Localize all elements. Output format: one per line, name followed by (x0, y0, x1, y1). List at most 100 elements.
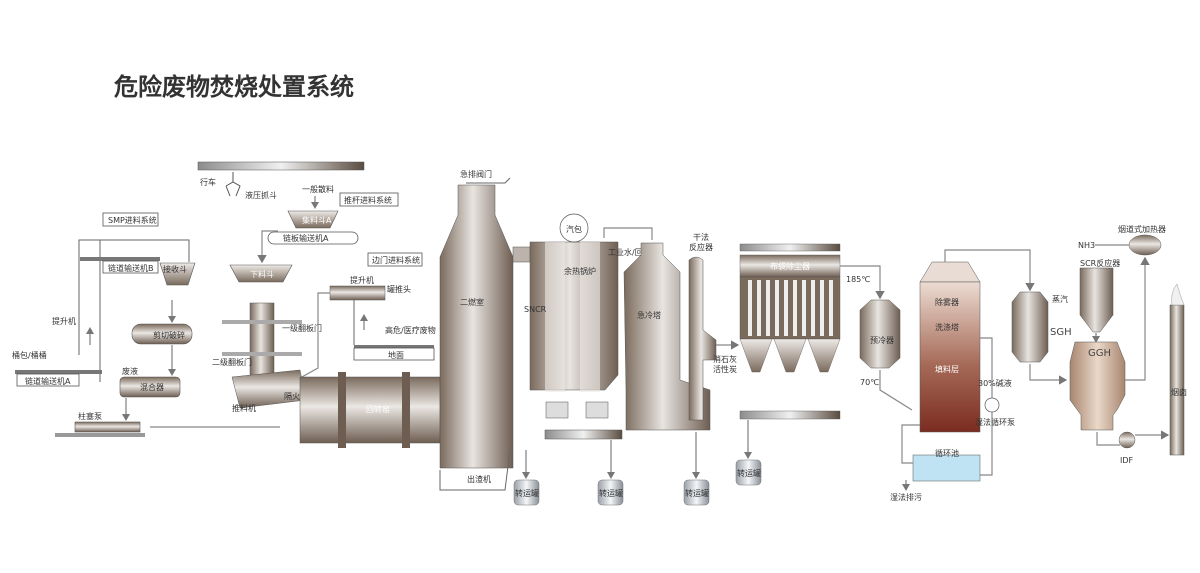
chain-conveyor-a (16, 373, 80, 387)
general-bulk-label: 一般散料 (302, 184, 334, 194)
steam-label: 蒸汽 (1052, 294, 1068, 304)
sgh (1011, 291, 1049, 363)
chain-conveyor-b-track (80, 257, 160, 261)
transport-tank-4-label: 转运罐 (737, 468, 761, 478)
flame-icon (1171, 283, 1185, 306)
emergency-valve (466, 177, 511, 184)
steam-drum-label: 汽包 (566, 224, 582, 234)
waste-liquid-label: 废液 (122, 366, 138, 376)
steam-drum (559, 213, 589, 243)
second-flap-gate-label: 二级翻板门 (212, 357, 252, 367)
ash-conveyor-2 (739, 410, 841, 420)
temp-185-label: 185℃ (846, 275, 870, 284)
waste-heat-boiler-label: 余热锅炉 (564, 266, 596, 276)
transport-tank-1-label: 转运罐 (515, 488, 539, 498)
wet-discharge-label: 湿法排污 (890, 492, 922, 502)
transport-tank-1 (513, 479, 540, 506)
side-conveyor (354, 345, 434, 348)
sidedoor-feed-system: 边门进料系统 提升机 罐推头 高危/医疗废物 地面 (299, 252, 436, 379)
mixer-label: 混合器 (140, 382, 164, 392)
pusher-label: 推料机 (232, 403, 256, 413)
boiler-section: SNCR 汽包 余热锅炉 转运罐 (512, 213, 653, 506)
sgh-label: SGH (1050, 327, 1072, 338)
drums-label: 桶包/桶桶 (12, 350, 47, 360)
bag-hopper-2 (773, 338, 807, 373)
scr-label: SCR反应器 (1080, 258, 1120, 268)
bag-hopper-1 (739, 338, 773, 373)
scrubber-drain-pipe (901, 424, 920, 464)
wet-pump-label: 湿法循环泵 (975, 417, 1015, 427)
dry-reactor (688, 256, 717, 421)
scrubber-section: 除雾器 洗涤塔 填料层 30%碱液 湿法循环泵 循环池 湿法排污 (890, 249, 1035, 502)
precooler (859, 299, 901, 369)
bag-filter-body (739, 276, 841, 340)
transport-tank-4 (735, 459, 762, 486)
ground-box (353, 347, 435, 361)
transport-tank-3-label: 转运罐 (685, 488, 709, 498)
boiler-to-quench-pipe (603, 227, 653, 240)
activated-carbon-label: 活性炭 (713, 364, 737, 374)
duct-heater (1128, 234, 1162, 256)
ggh-to-idf-pipe (1096, 432, 1120, 446)
feed-chute (249, 302, 275, 384)
rotary-kiln-label: 回转窑 (366, 404, 390, 414)
precooler-label: 预冷器 (870, 335, 894, 345)
bag-hopper-3 (807, 338, 841, 373)
scrubber-label: 洗涤塔 (935, 322, 959, 332)
bag-filter-section: 布袋除尘器 转运罐 185℃ (735, 243, 885, 486)
precooler-section: 预冷器 70℃ (859, 299, 913, 411)
crane-label: 行车 (200, 177, 216, 187)
sidedoor-system-label: 边门进料系统 (372, 255, 420, 265)
lower-hopper (229, 264, 293, 283)
kiln-ring-1 (338, 372, 346, 448)
scr-reactor (1079, 267, 1114, 333)
demister-label: 除雾器 (935, 297, 959, 307)
side-hoist (329, 285, 386, 301)
hydraulic-grab-icon (225, 172, 241, 197)
boiler-pass-1 (545, 242, 565, 392)
receiving-hopper (159, 262, 196, 286)
scr-section: NH3 烟道式加热器 SCR反应器 GGH IDF 烟囱 (1069, 224, 1187, 465)
connecting-duct (512, 246, 531, 263)
duct-heater-label: 烟道式加热器 (1118, 224, 1166, 234)
nh3-label: NH3 (1078, 241, 1095, 250)
hoist-label: 提升机 (52, 316, 76, 326)
slag-remover-label: 出渣机 (467, 474, 491, 484)
incineration-section: 回转窑 二燃室 急排阀门 出渣机 转运罐 (299, 169, 540, 506)
receiving-hopper-label: 接收斗 (163, 264, 187, 274)
shredder (131, 323, 193, 345)
conveyor-to-hopper-pipe (257, 230, 278, 264)
boiler-valve-1 (545, 401, 569, 419)
sgh-section: 蒸汽 SGH (1011, 291, 1072, 385)
plate-conveyor-a-label: 链板输送机A (283, 233, 329, 243)
packing-label: 填料层 (935, 364, 959, 374)
temp-70-label: 70℃ (860, 378, 879, 387)
dry-reactor-label-1: 干法 (693, 232, 709, 242)
side-chute (299, 292, 330, 379)
baghouse-to-precooler-pipe (840, 265, 885, 300)
dry-reactor-section: 干法 反应器 消石灰 活性炭 (688, 232, 740, 421)
emergency-valve-label: 急排阀门 (460, 169, 492, 179)
kiln-ring-2 (402, 372, 410, 448)
sidedoor-system-label-box (367, 252, 423, 267)
chain-conveyor-b (102, 260, 159, 274)
fire-door-label: 隔火门 (284, 391, 308, 401)
first-flap-gate (222, 320, 302, 324)
first-flap-gate-label: 一级翻板门 (282, 323, 322, 333)
transport-tank-3 (683, 479, 710, 506)
hydraulic-grab-label: 液压抓斗 (245, 190, 277, 200)
side-hoist-label: 提升机 (350, 275, 374, 285)
boiler-valve-2 (585, 401, 609, 419)
dry-reactor-label-2: 反应器 (689, 242, 713, 252)
quench-tower-label: 急冷塔 (637, 310, 661, 320)
pushrod-system-label-box (339, 192, 399, 207)
shredder-label: 剪切破碎 (153, 330, 185, 340)
quench-water-label: 工业水/回用水 (608, 247, 659, 257)
chain-conveyor-b-label: 链道输送机B (108, 263, 154, 273)
boiler-pass-2 (580, 242, 600, 392)
hopper-a-label: 集料斗A (302, 215, 332, 225)
pusher (231, 369, 307, 409)
bag-filter-label: 布袋除尘器 (770, 261, 810, 271)
stack (1169, 304, 1185, 456)
